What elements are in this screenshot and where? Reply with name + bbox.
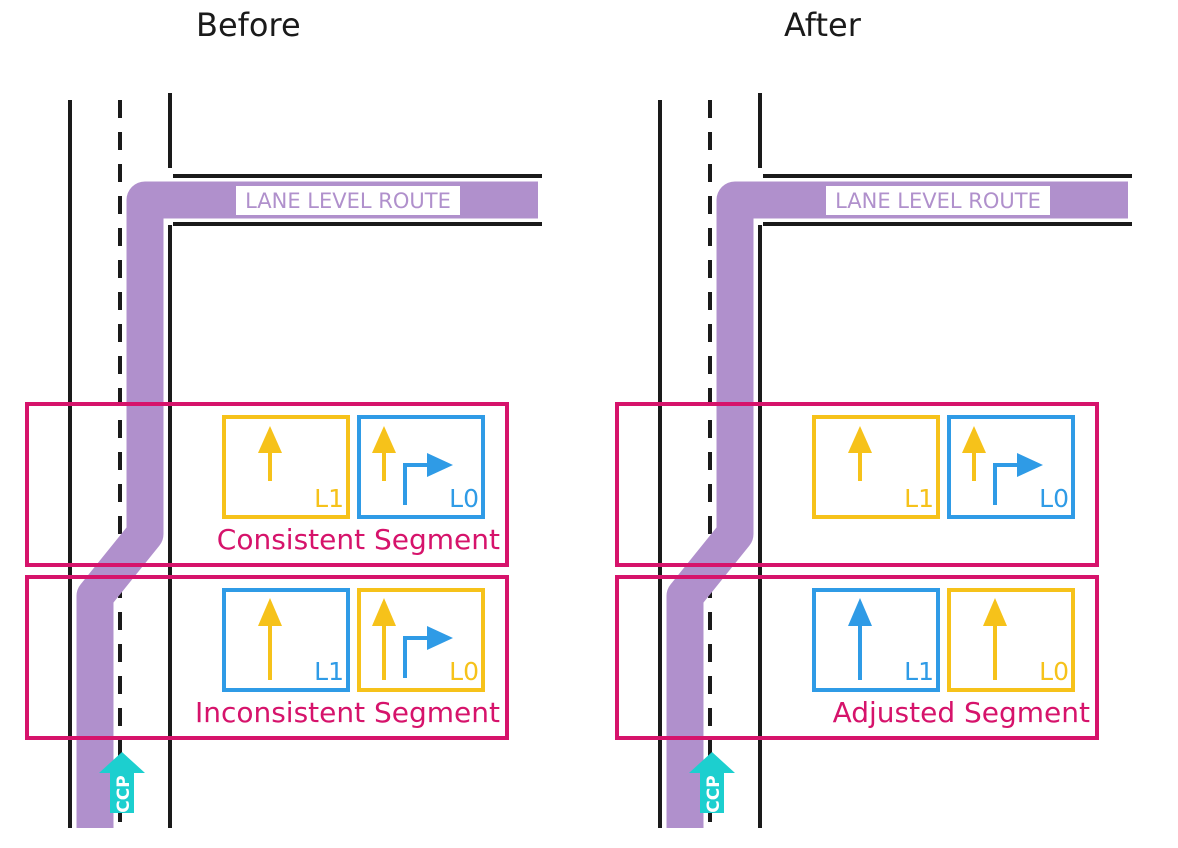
segment-label: Inconsistent Segment [195, 696, 500, 729]
lane-box-frame [222, 588, 350, 692]
ccp-label: CCP [114, 775, 134, 812]
lane-id-label: L0 [449, 657, 479, 686]
segment-box [615, 575, 1099, 740]
right-turn-arrow-icon [403, 626, 453, 678]
ccp-label: CCP [704, 775, 724, 812]
lane-id-label: L1 [314, 484, 344, 513]
straight-arrow-icon [372, 426, 396, 481]
ccp-marker: CCP [689, 752, 735, 813]
lane-box-l0: L0 [357, 415, 485, 519]
segment-lower: Inconsistent Segment L1 L0 [25, 575, 509, 740]
lane-id-label: L0 [1039, 657, 1069, 686]
straight-arrow-icon [962, 426, 986, 481]
straight-arrow-icon [258, 598, 282, 680]
segment-lower: Adjusted Segment L1 L0 [615, 575, 1099, 740]
lane-box-l1: L1 [222, 588, 350, 692]
lane-box-l1: L1 [222, 415, 350, 519]
lane-id-label: L1 [904, 657, 934, 686]
segment-upper: L1 L0 [615, 402, 1099, 567]
segment-box [615, 402, 1099, 567]
lane-box-frame [947, 588, 1075, 692]
right-turn-arrow-icon [403, 453, 453, 505]
lane-box-frame [222, 415, 350, 519]
lane-box-l0: L0 [947, 415, 1075, 519]
segment-label: Consistent Segment [217, 523, 500, 556]
lane-id-label: L0 [449, 484, 479, 513]
route-label-background [826, 186, 1050, 215]
lane-id-label: L1 [904, 484, 934, 513]
lane-box-l0: L0 [947, 588, 1075, 692]
ccp-marker: CCP [99, 752, 145, 813]
after-panel-title: After [784, 6, 861, 44]
before-panel-title: Before [196, 6, 301, 44]
segment-box [25, 402, 509, 567]
lane-id-label: L0 [1039, 484, 1069, 513]
segment-upper: Consistent Segment L1 L0 [25, 402, 509, 567]
lane-box-l1: L1 [812, 415, 940, 519]
straight-arrow-icon [258, 426, 282, 481]
right-turn-arrow-icon [993, 453, 1043, 505]
road-lines [68, 93, 542, 828]
ccp-arrow-icon [689, 752, 735, 813]
lane-box-l0: L0 [357, 588, 485, 692]
straight-arrow-icon [848, 426, 872, 481]
route-label: LANE LEVEL ROUTE [245, 189, 451, 213]
straight-arrow-icon [372, 598, 396, 680]
segment-label: Adjusted Segment [833, 696, 1090, 729]
route-label: LANE LEVEL ROUTE [835, 189, 1041, 213]
route-label-background [236, 186, 460, 215]
lane-box-l1: L1 [812, 588, 940, 692]
segment-box [25, 575, 509, 740]
lane-box-frame [812, 415, 940, 519]
lane-id-label: L1 [314, 657, 344, 686]
ccp-arrow-icon [99, 752, 145, 813]
road-lines [658, 93, 1132, 828]
lane-box-frame [812, 588, 940, 692]
straight-arrow-icon [848, 598, 872, 680]
straight-arrow-icon [983, 598, 1007, 680]
